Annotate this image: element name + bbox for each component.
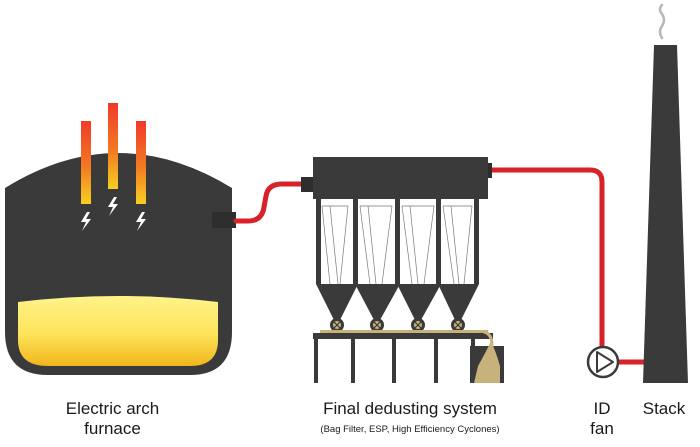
fan-label-line2: fan — [590, 418, 614, 438]
hopper-1 — [316, 284, 358, 320]
electric-arc-furnace — [5, 153, 236, 375]
dust-hoppers — [316, 284, 479, 320]
electrode-left — [81, 121, 91, 204]
hopper-3 — [397, 284, 441, 320]
furnace-outlet-nozzle — [212, 212, 236, 228]
fan-label: ID fan — [582, 399, 622, 438]
conveyor-legs — [314, 339, 475, 383]
dust-conveyor — [313, 333, 493, 339]
id-fan — [586, 345, 620, 379]
dedusting-subtitle: (Bag Filter, ESP, High Efficiency Cyclon… — [320, 423, 500, 435]
filter-housing — [316, 199, 479, 284]
furnace-label-line2: furnace — [84, 418, 141, 438]
furnace-label: Electric arch furnace — [40, 399, 185, 438]
dust-pile — [474, 341, 500, 383]
rotary-valves — [330, 318, 465, 332]
dedusting-label: Final dedusting system (Bag Filter, ESP,… — [290, 399, 530, 435]
final-dedusting-system — [301, 157, 504, 383]
molten-metal — [18, 296, 218, 366]
fan-label-line1: ID — [593, 399, 611, 418]
dust-fall — [483, 330, 494, 346]
electrode-middle — [108, 103, 118, 189]
dedusting-header — [313, 157, 488, 199]
fan-arrow-icon — [596, 351, 614, 373]
dedusting-title: Final dedusting system — [323, 399, 497, 418]
duct-furnace-to-dedusting — [233, 181, 306, 224]
smoke-wisp-icon — [658, 3, 666, 40]
electrode-right — [136, 121, 146, 204]
filter-bags — [321, 205, 473, 285]
stack — [643, 3, 688, 383]
hopper-2 — [355, 284, 400, 320]
conveyor-dust-layer — [320, 330, 488, 333]
duct-dedusting-to-fan — [486, 167, 605, 348]
hopper-4 — [438, 284, 479, 320]
stack-body — [643, 45, 688, 383]
stack-label: Stack — [642, 399, 686, 418]
electrodes — [81, 103, 146, 204]
furnace-label-line1: Electric arch — [65, 399, 160, 418]
lightning-bolt-icon — [81, 197, 146, 231]
